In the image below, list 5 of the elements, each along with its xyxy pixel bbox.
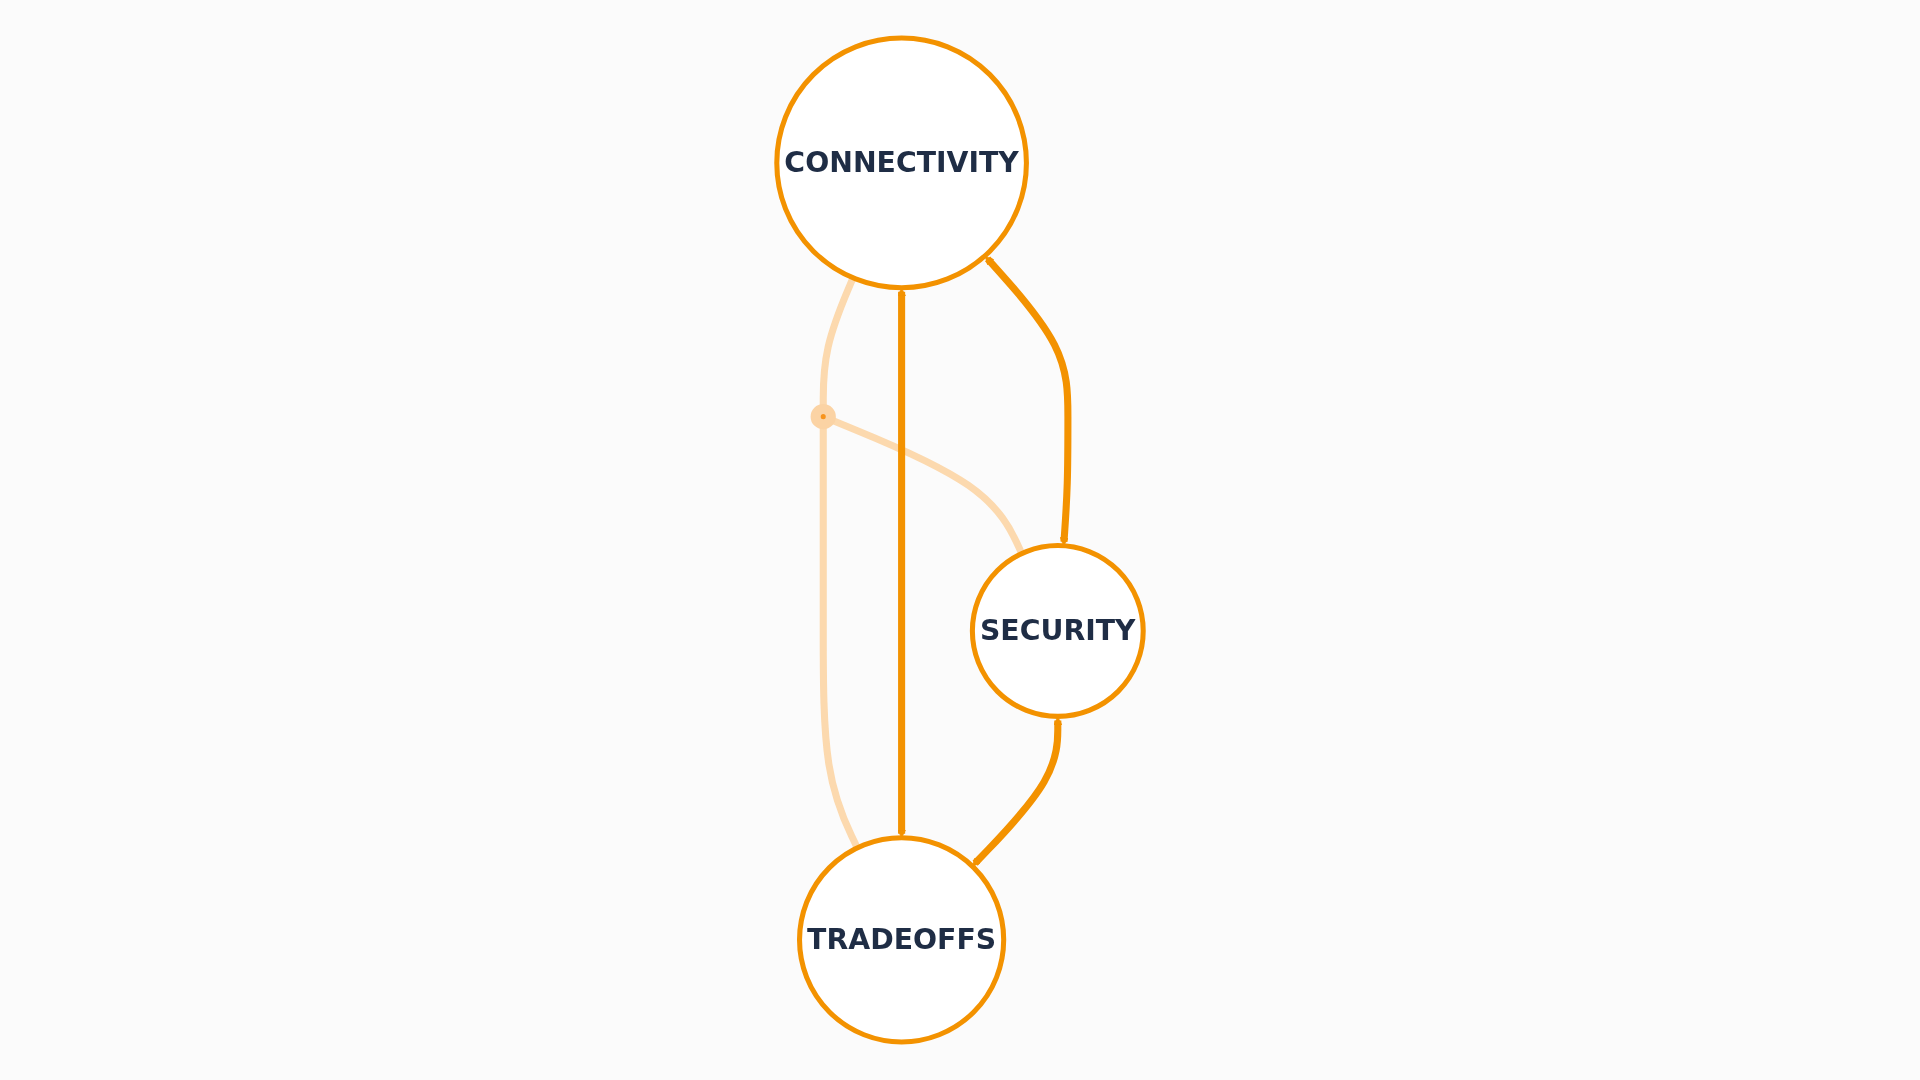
node-circle: SECURITY: [969, 543, 1146, 719]
arrow: [971, 716, 1063, 867]
node-circle: [810, 404, 836, 430]
node-circle: TRADEOFFS: [797, 835, 1007, 1045]
node-circle: CONNECTIVITY: [774, 35, 1029, 291]
